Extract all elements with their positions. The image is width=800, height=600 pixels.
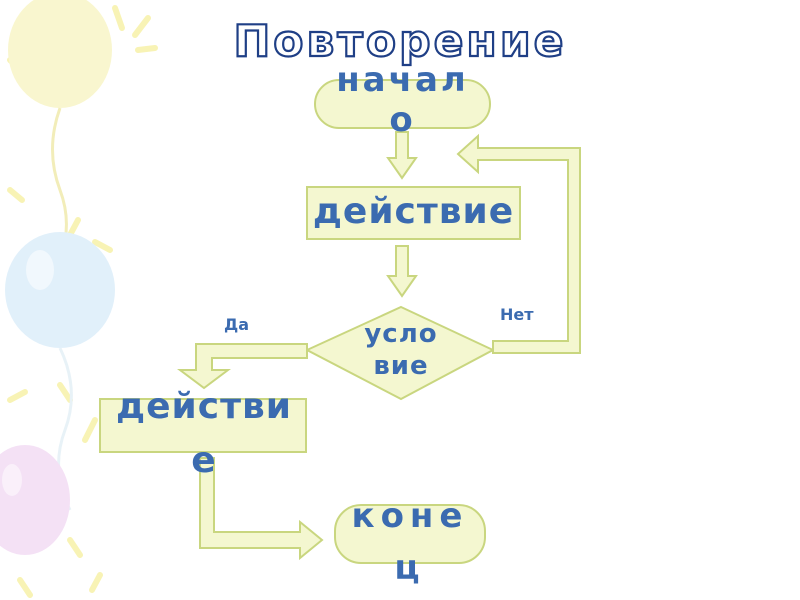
start-label: начало <box>336 60 469 140</box>
yes-label: Да <box>224 315 250 334</box>
end-terminator <box>334 504 486 564</box>
start-terminator <box>314 79 491 129</box>
arrow-start-to-action <box>386 131 418 180</box>
action1-label: действие <box>312 191 515 232</box>
arrow-condition-to-action <box>177 343 308 390</box>
arrow-action-to-condition <box>386 245 418 298</box>
action-box-1 <box>306 186 521 240</box>
arrow-loop-back <box>456 133 581 354</box>
title-text: Повторение <box>233 16 566 67</box>
action2-label: действие <box>116 386 292 481</box>
action-box-2 <box>99 398 307 453</box>
condition-diamond <box>304 305 496 401</box>
no-label: Нет <box>500 305 534 324</box>
end-label: конец <box>351 496 469 588</box>
page-title: Повторение <box>232 15 566 68</box>
condition-label: условие <box>364 319 438 381</box>
arrow-action-to-end <box>199 457 324 561</box>
